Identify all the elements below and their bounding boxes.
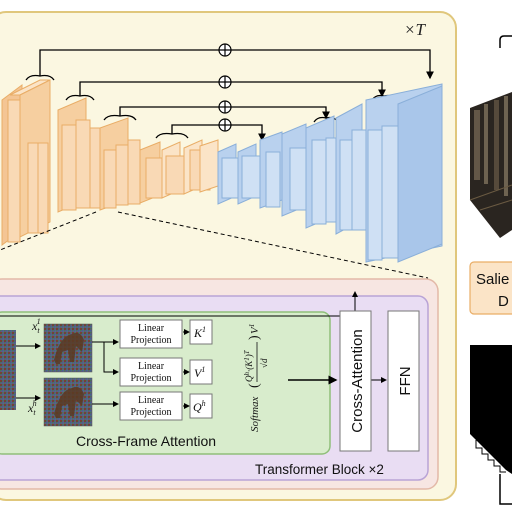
query-box: Qh [189,393,213,419]
svg-text:(: ( [247,383,262,388]
ffn-label: FFN [397,366,414,395]
saliency-mask-image [470,345,512,505]
attention-formula: Softmax ( Qh·(K1)T √d ) V1 [243,324,269,432]
saliency-label-line1: Salie [476,271,509,288]
key-box: K1 [189,319,213,345]
svg-text:V1: V1 [194,365,205,380]
horse-silhouette-h [54,386,84,418]
svg-text:Qh·(K1)T: Qh·(K1)T [243,349,254,382]
saliency-label-box [469,261,512,315]
saliency-image [469,92,512,238]
saliency-label-line2: D [498,293,509,310]
projection-label-line1: Linear [138,361,165,372]
horse-silhouette-1 [54,332,84,364]
cross-attention-label: Cross-Attention [349,329,366,432]
linear-projection-q: Linear Projection [119,391,183,421]
input-frame-image [0,330,16,410]
transformer-block-label: Transformer Block ×2 [255,462,384,477]
encoder-blocks [1,79,219,246]
add-icon [218,75,232,89]
linear-projection-v: Linear Projection [119,357,183,387]
projection-label-line2: Projection [130,373,171,384]
svg-text:V1: V1 [248,324,261,334]
ffn-box [387,310,420,452]
value-box: V1 [189,359,213,385]
add-icon [218,100,232,114]
frame-label-h: xth [27,399,37,417]
decoder-blocks [217,83,443,263]
repeat-label: ×T [404,20,426,39]
projection-label-line2: Projection [130,407,171,418]
cross-frame-attention-title: Cross-Frame Attention [76,433,216,449]
add-icon [218,43,232,57]
right-bracket [499,35,512,48]
linear-projection-k: Linear Projection [119,319,183,349]
svg-text:Softmax: Softmax [249,396,261,432]
projection-label-line1: Linear [138,323,165,334]
projection-label-line2: Projection [130,335,171,346]
projection-label-line1: Linear [138,395,165,406]
svg-text:): ) [247,335,262,340]
zoom-lines [0,211,429,279]
cross-attention-box [339,310,372,452]
skip-add-icons [218,43,232,132]
add-icon [218,118,232,132]
frame-label-1: xt1 [31,317,41,335]
svg-text:√d: √d [259,358,269,368]
